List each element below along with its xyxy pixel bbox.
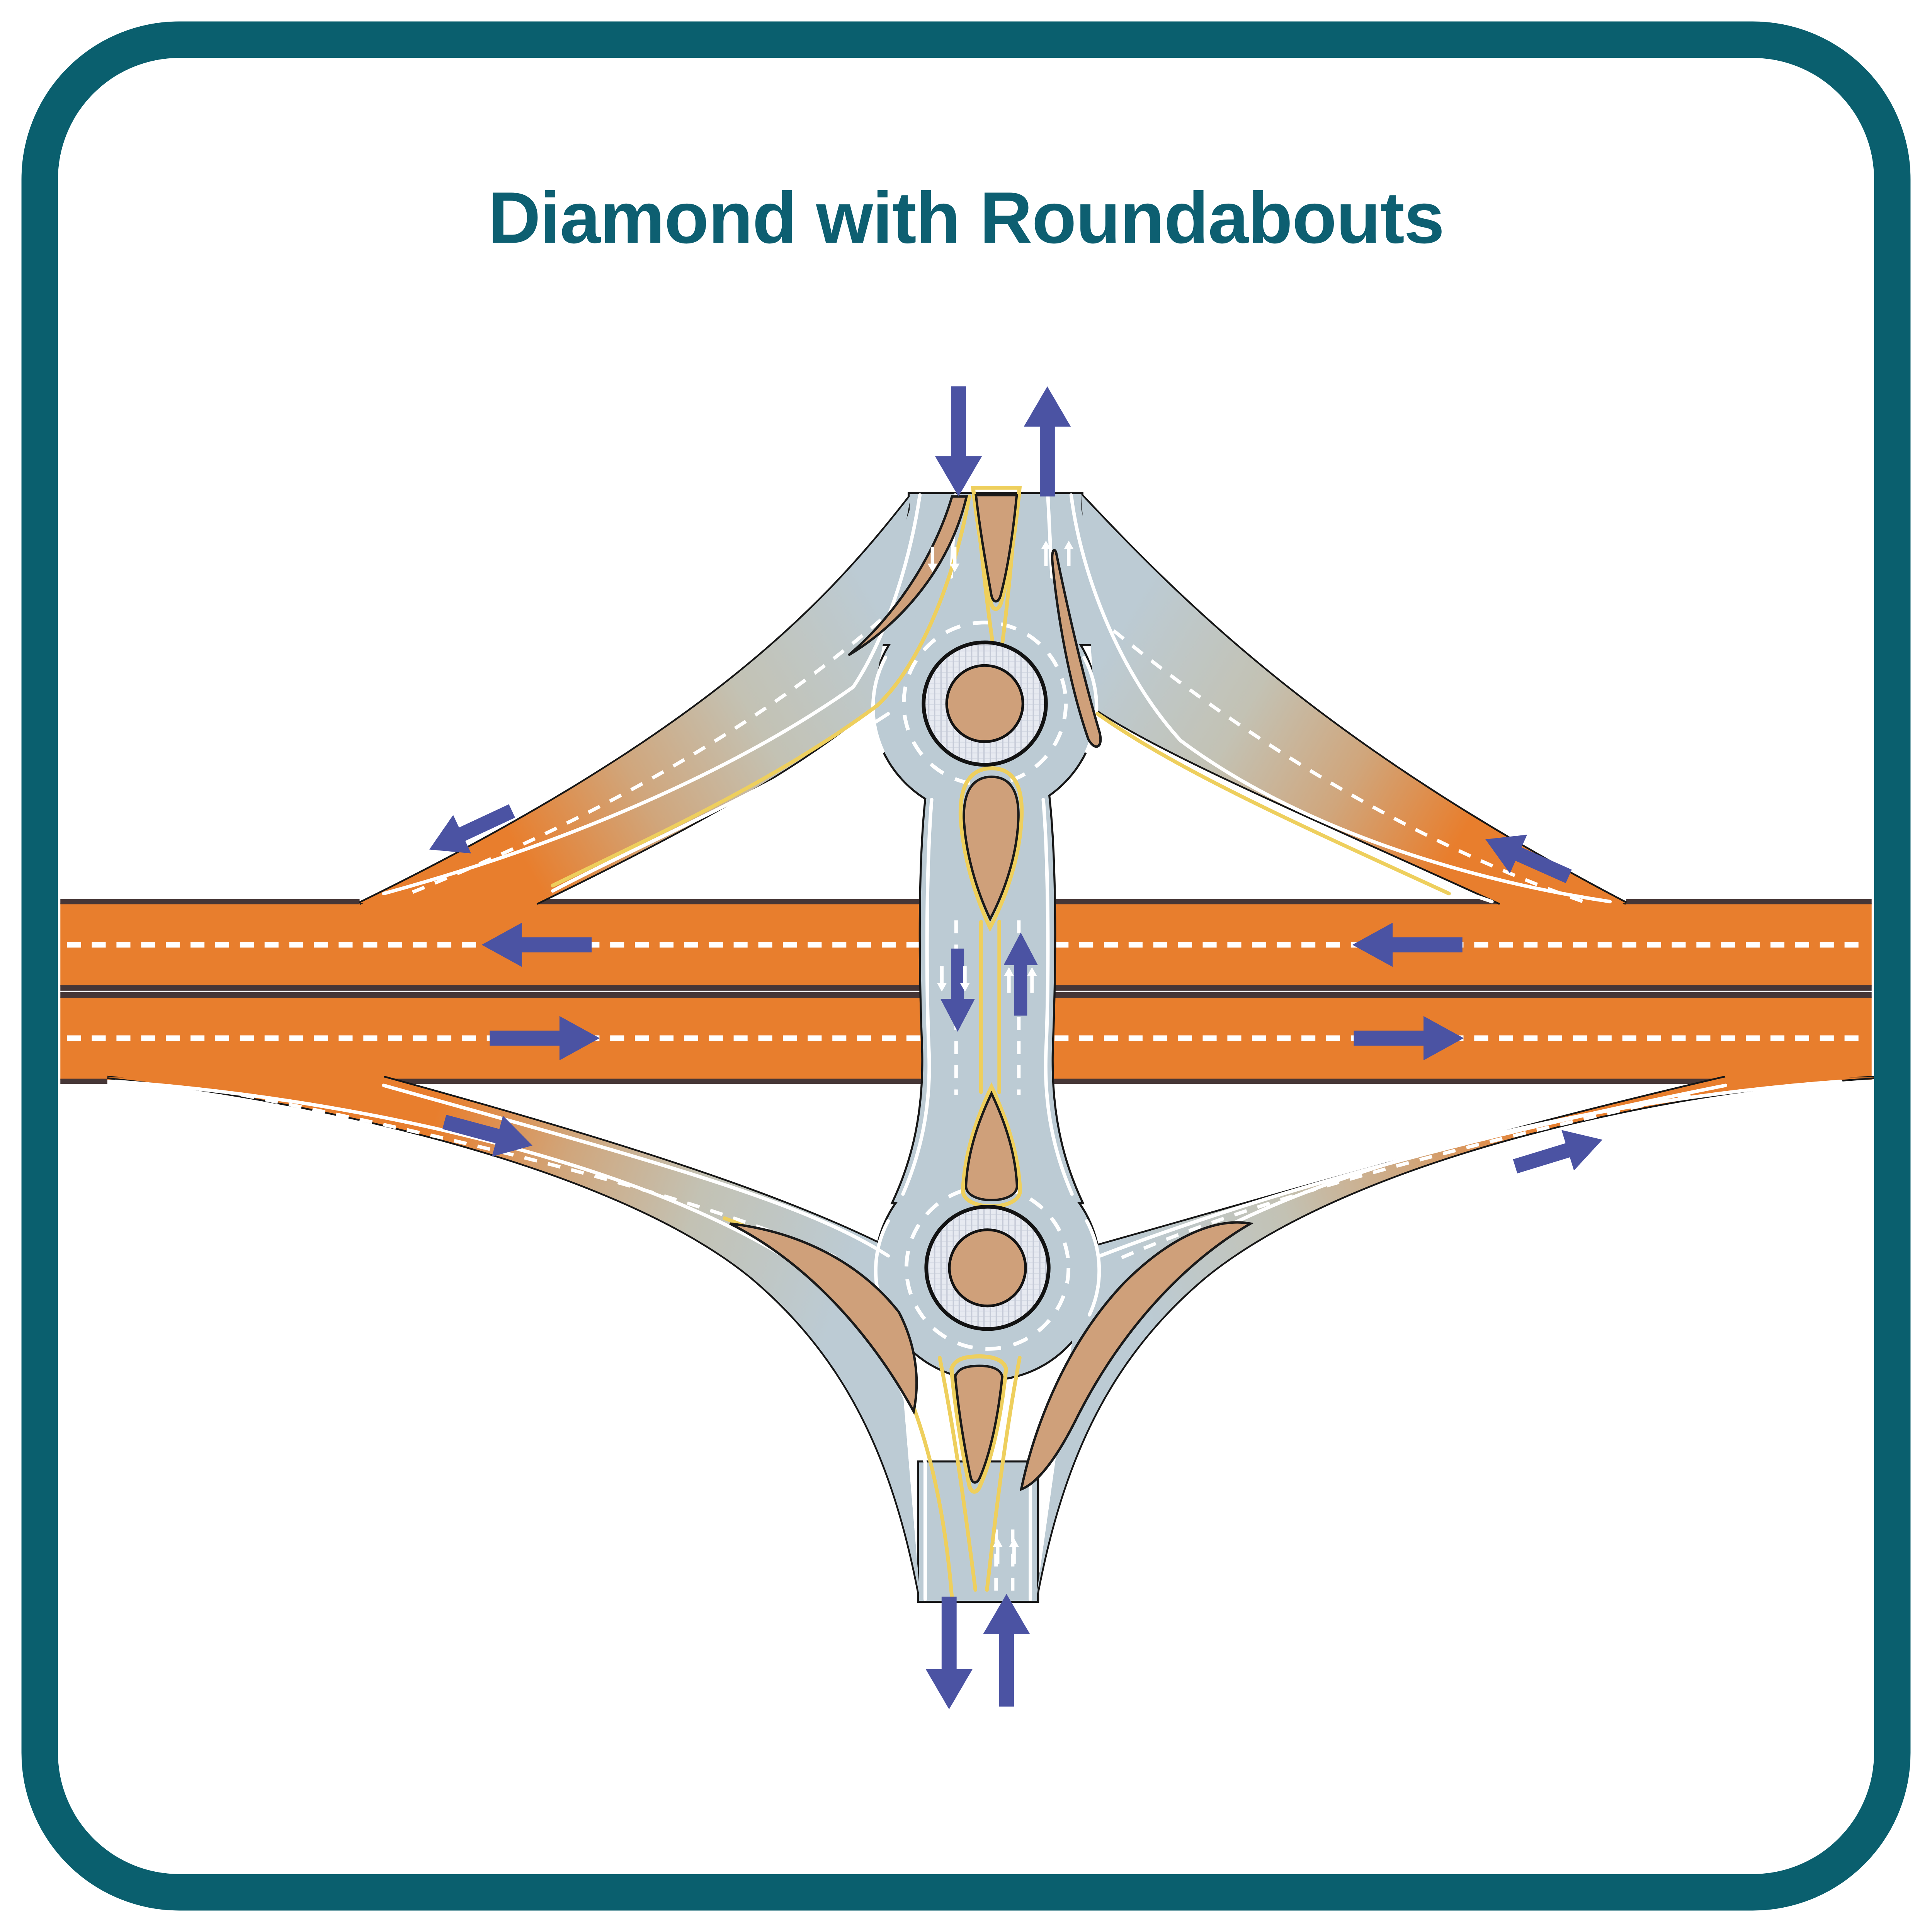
ramp-northeast-arrow (1485, 835, 1572, 883)
north-approach-entry-arrow (935, 386, 982, 497)
lane-arrow (1041, 540, 1051, 566)
south-approach-exit-arrow (925, 1596, 973, 1709)
lane-arrow (950, 546, 960, 572)
lane-arrow (927, 546, 937, 572)
lane-arrow (1009, 1538, 1019, 1564)
lane-arrow (1004, 967, 1014, 993)
island-north-splitter (971, 486, 1022, 611)
roundabout-south-center (924, 1205, 1051, 1331)
bridge-southbound-arrow (940, 948, 975, 1032)
ramp-northwest-arrow (429, 804, 515, 854)
island-south-east-sliver (1019, 1221, 1254, 1492)
island-north-teardrop (958, 766, 1024, 932)
island-north-east-sliver (1051, 549, 1102, 748)
lane-arrow (1064, 540, 1074, 566)
freeway-westbound-arrow-east (1352, 922, 1463, 967)
page-title: Diamond with Roundabouts (488, 177, 1444, 259)
island-north-west-wedge (847, 495, 968, 656)
freeway-eastbound-arrow-east (1354, 1016, 1464, 1061)
bridge-northbound-arrow (1003, 932, 1038, 1016)
island-south-west-sliver (729, 1222, 918, 1415)
ramp-southeast-edges (1034, 1075, 1876, 1601)
lane-arrow (993, 1538, 1003, 1564)
ramp-southwest-arrow (442, 1115, 532, 1157)
south-center-island (948, 1228, 1027, 1308)
roundabout-north-center (922, 640, 1048, 767)
freeway-eastbound-arrow-west (490, 1016, 600, 1061)
traffic-flow-arrows (429, 386, 1602, 1709)
channelization-islands (729, 486, 1254, 1494)
lane-arrow (960, 966, 970, 992)
north-approach-exit-arrow (1024, 386, 1071, 497)
south-approach-entry-arrow (983, 1594, 1030, 1707)
island-south-splitter (949, 1354, 1008, 1494)
ramp-southeast-arrow (1513, 1130, 1602, 1173)
lane-arrow (1027, 967, 1037, 993)
north-center-island (945, 664, 1024, 743)
lane-arrow (937, 966, 947, 992)
freeway-westbound-arrow-west (481, 922, 592, 967)
frame-border (21, 21, 1911, 1911)
